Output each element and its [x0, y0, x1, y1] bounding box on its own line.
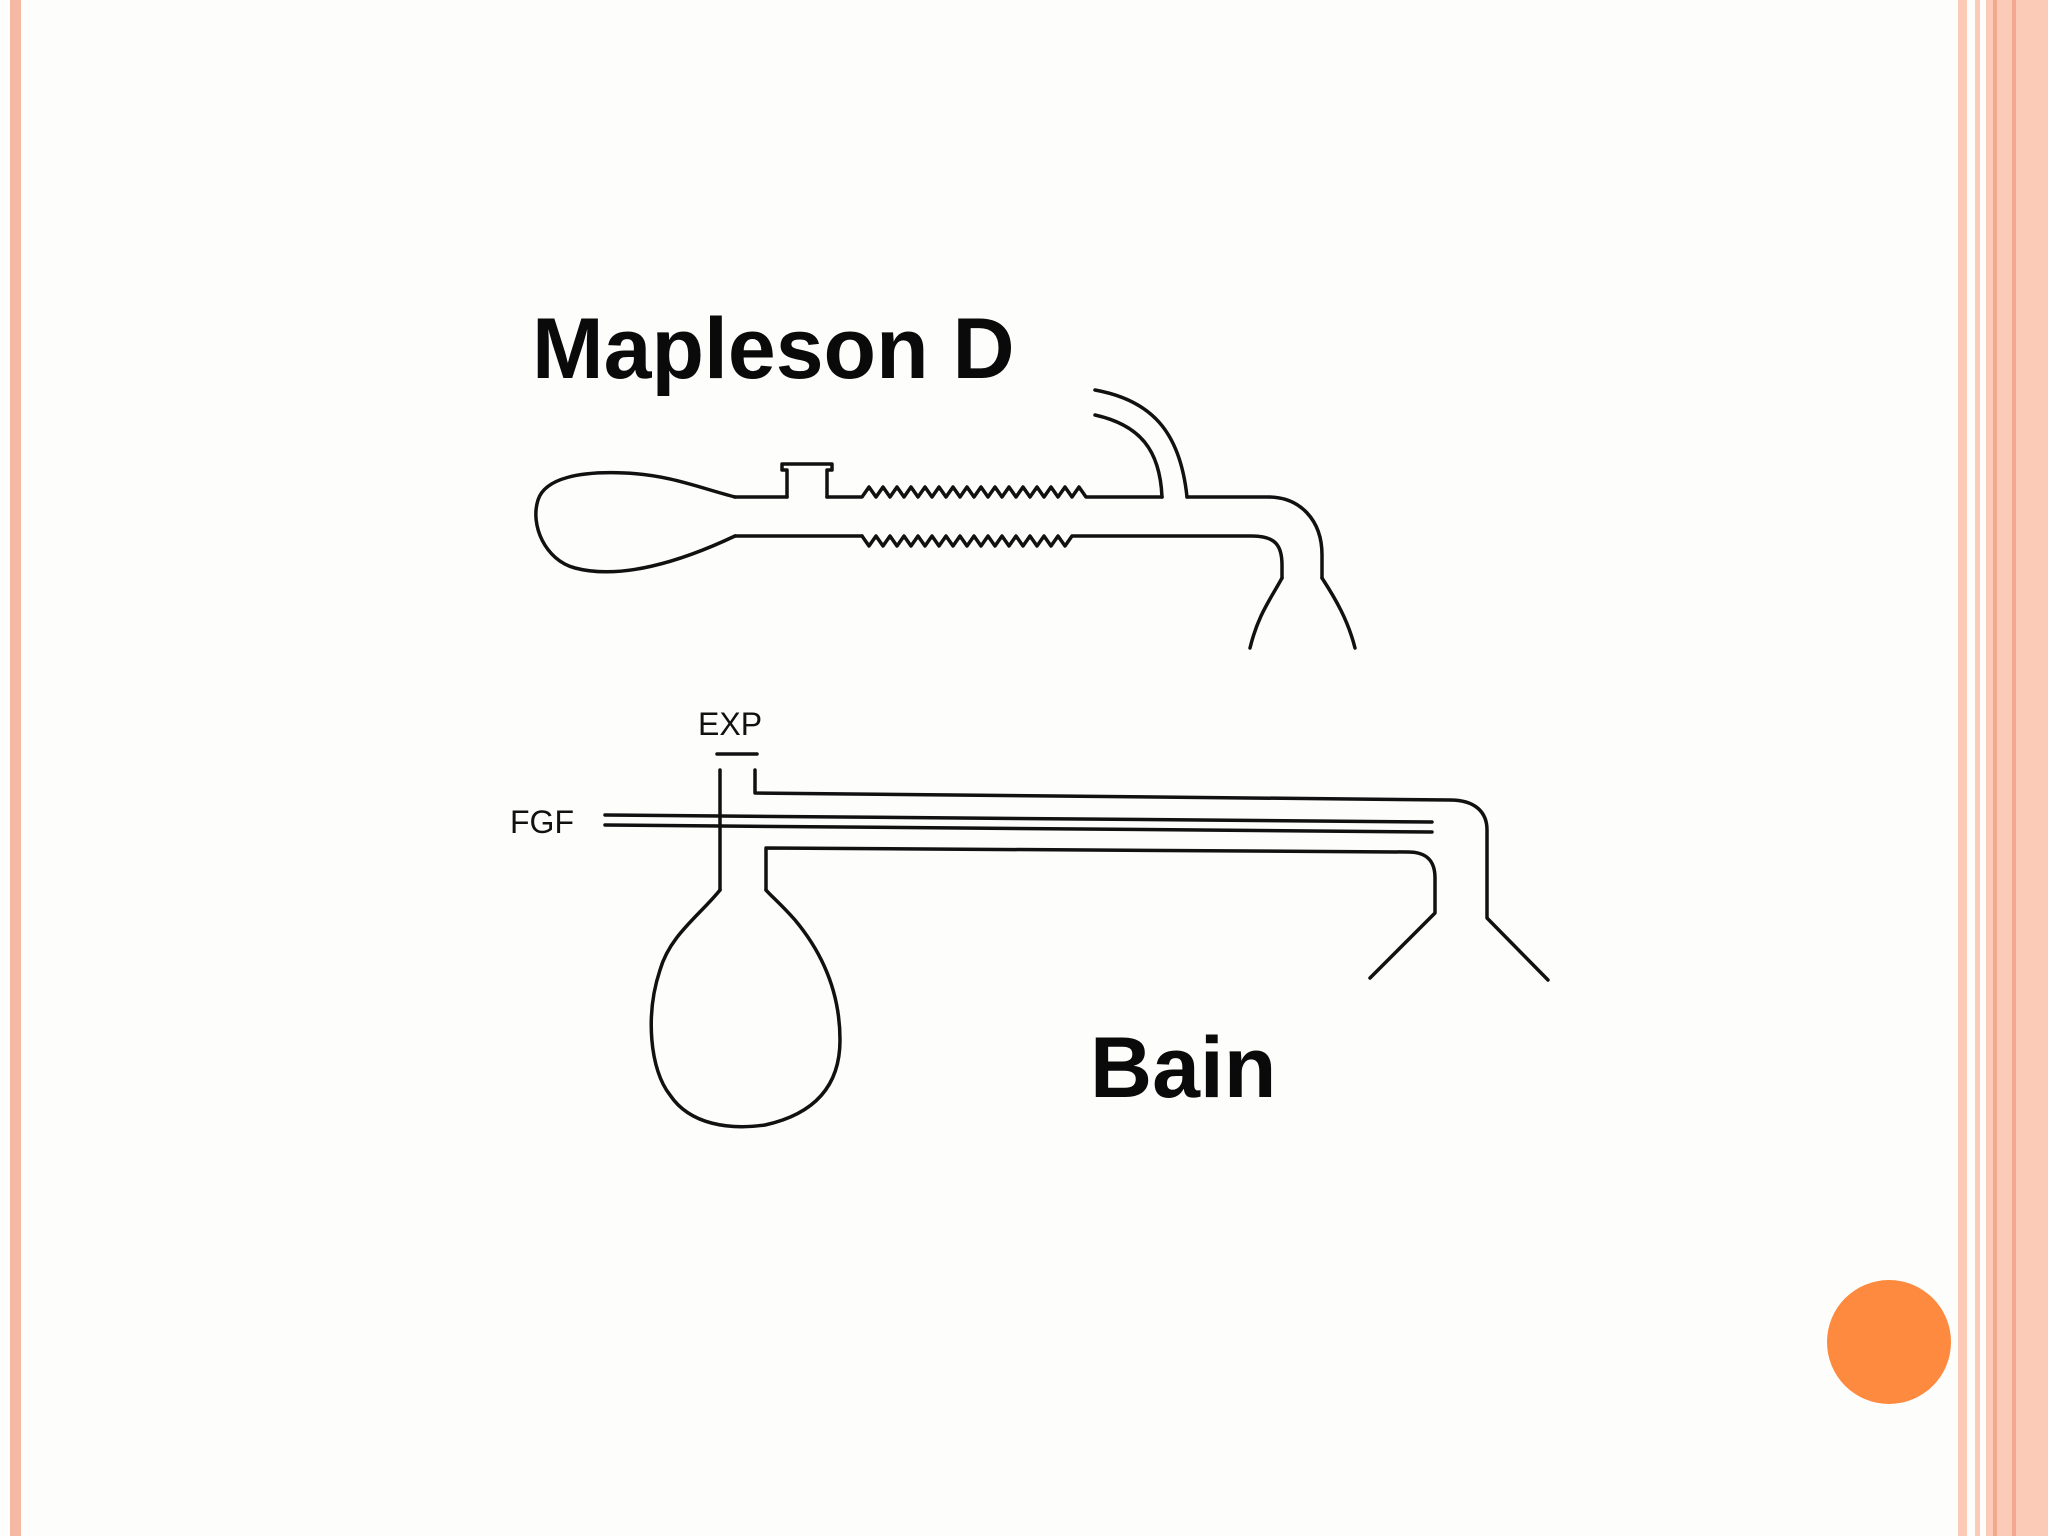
bain-reservoir-bag	[649, 888, 842, 1129]
bain-outer-tube-top	[753, 768, 1550, 982]
bain-title: Bain	[1090, 1020, 1276, 1116]
fgf-label: FGF	[510, 804, 574, 840]
mapleson-apl-valve	[780, 462, 834, 499]
left-border-decoration	[10, 0, 21, 1536]
mapleson-d-circuit: Mapleson D	[532, 301, 1357, 650]
mapleson-patient-elbow	[1185, 495, 1324, 580]
mapleson-reservoir-bag	[534, 470, 737, 574]
mapleson-face-mask-right	[1320, 576, 1357, 650]
mapleson-fgf-inlet-inner	[1093, 413, 1164, 499]
right-border-line	[1993, 0, 1997, 1536]
bain-circuit: EXP FGF Bain	[510, 706, 1550, 1129]
bain-inner-tube-bottom	[603, 823, 1434, 834]
decorative-orange-dot	[1827, 1280, 1951, 1404]
right-border-gap	[1967, 0, 1975, 1536]
right-border-gap-2	[1980, 0, 1986, 1536]
bain-inner-tube-top	[603, 813, 1434, 824]
right-border-line	[2012, 0, 2016, 1536]
mapleson-face-mask	[1248, 576, 1284, 650]
mapleson-fgf-inlet	[1093, 388, 1189, 499]
mapleson-corrugated-tube-bottom	[860, 534, 1284, 580]
bain-outer-tube-bottom	[764, 846, 1437, 980]
mapleson-d-title: Mapleson D	[532, 301, 1015, 397]
mapleson-corrugated-tube-top	[825, 485, 1164, 499]
exp-label: EXP	[698, 706, 762, 742]
